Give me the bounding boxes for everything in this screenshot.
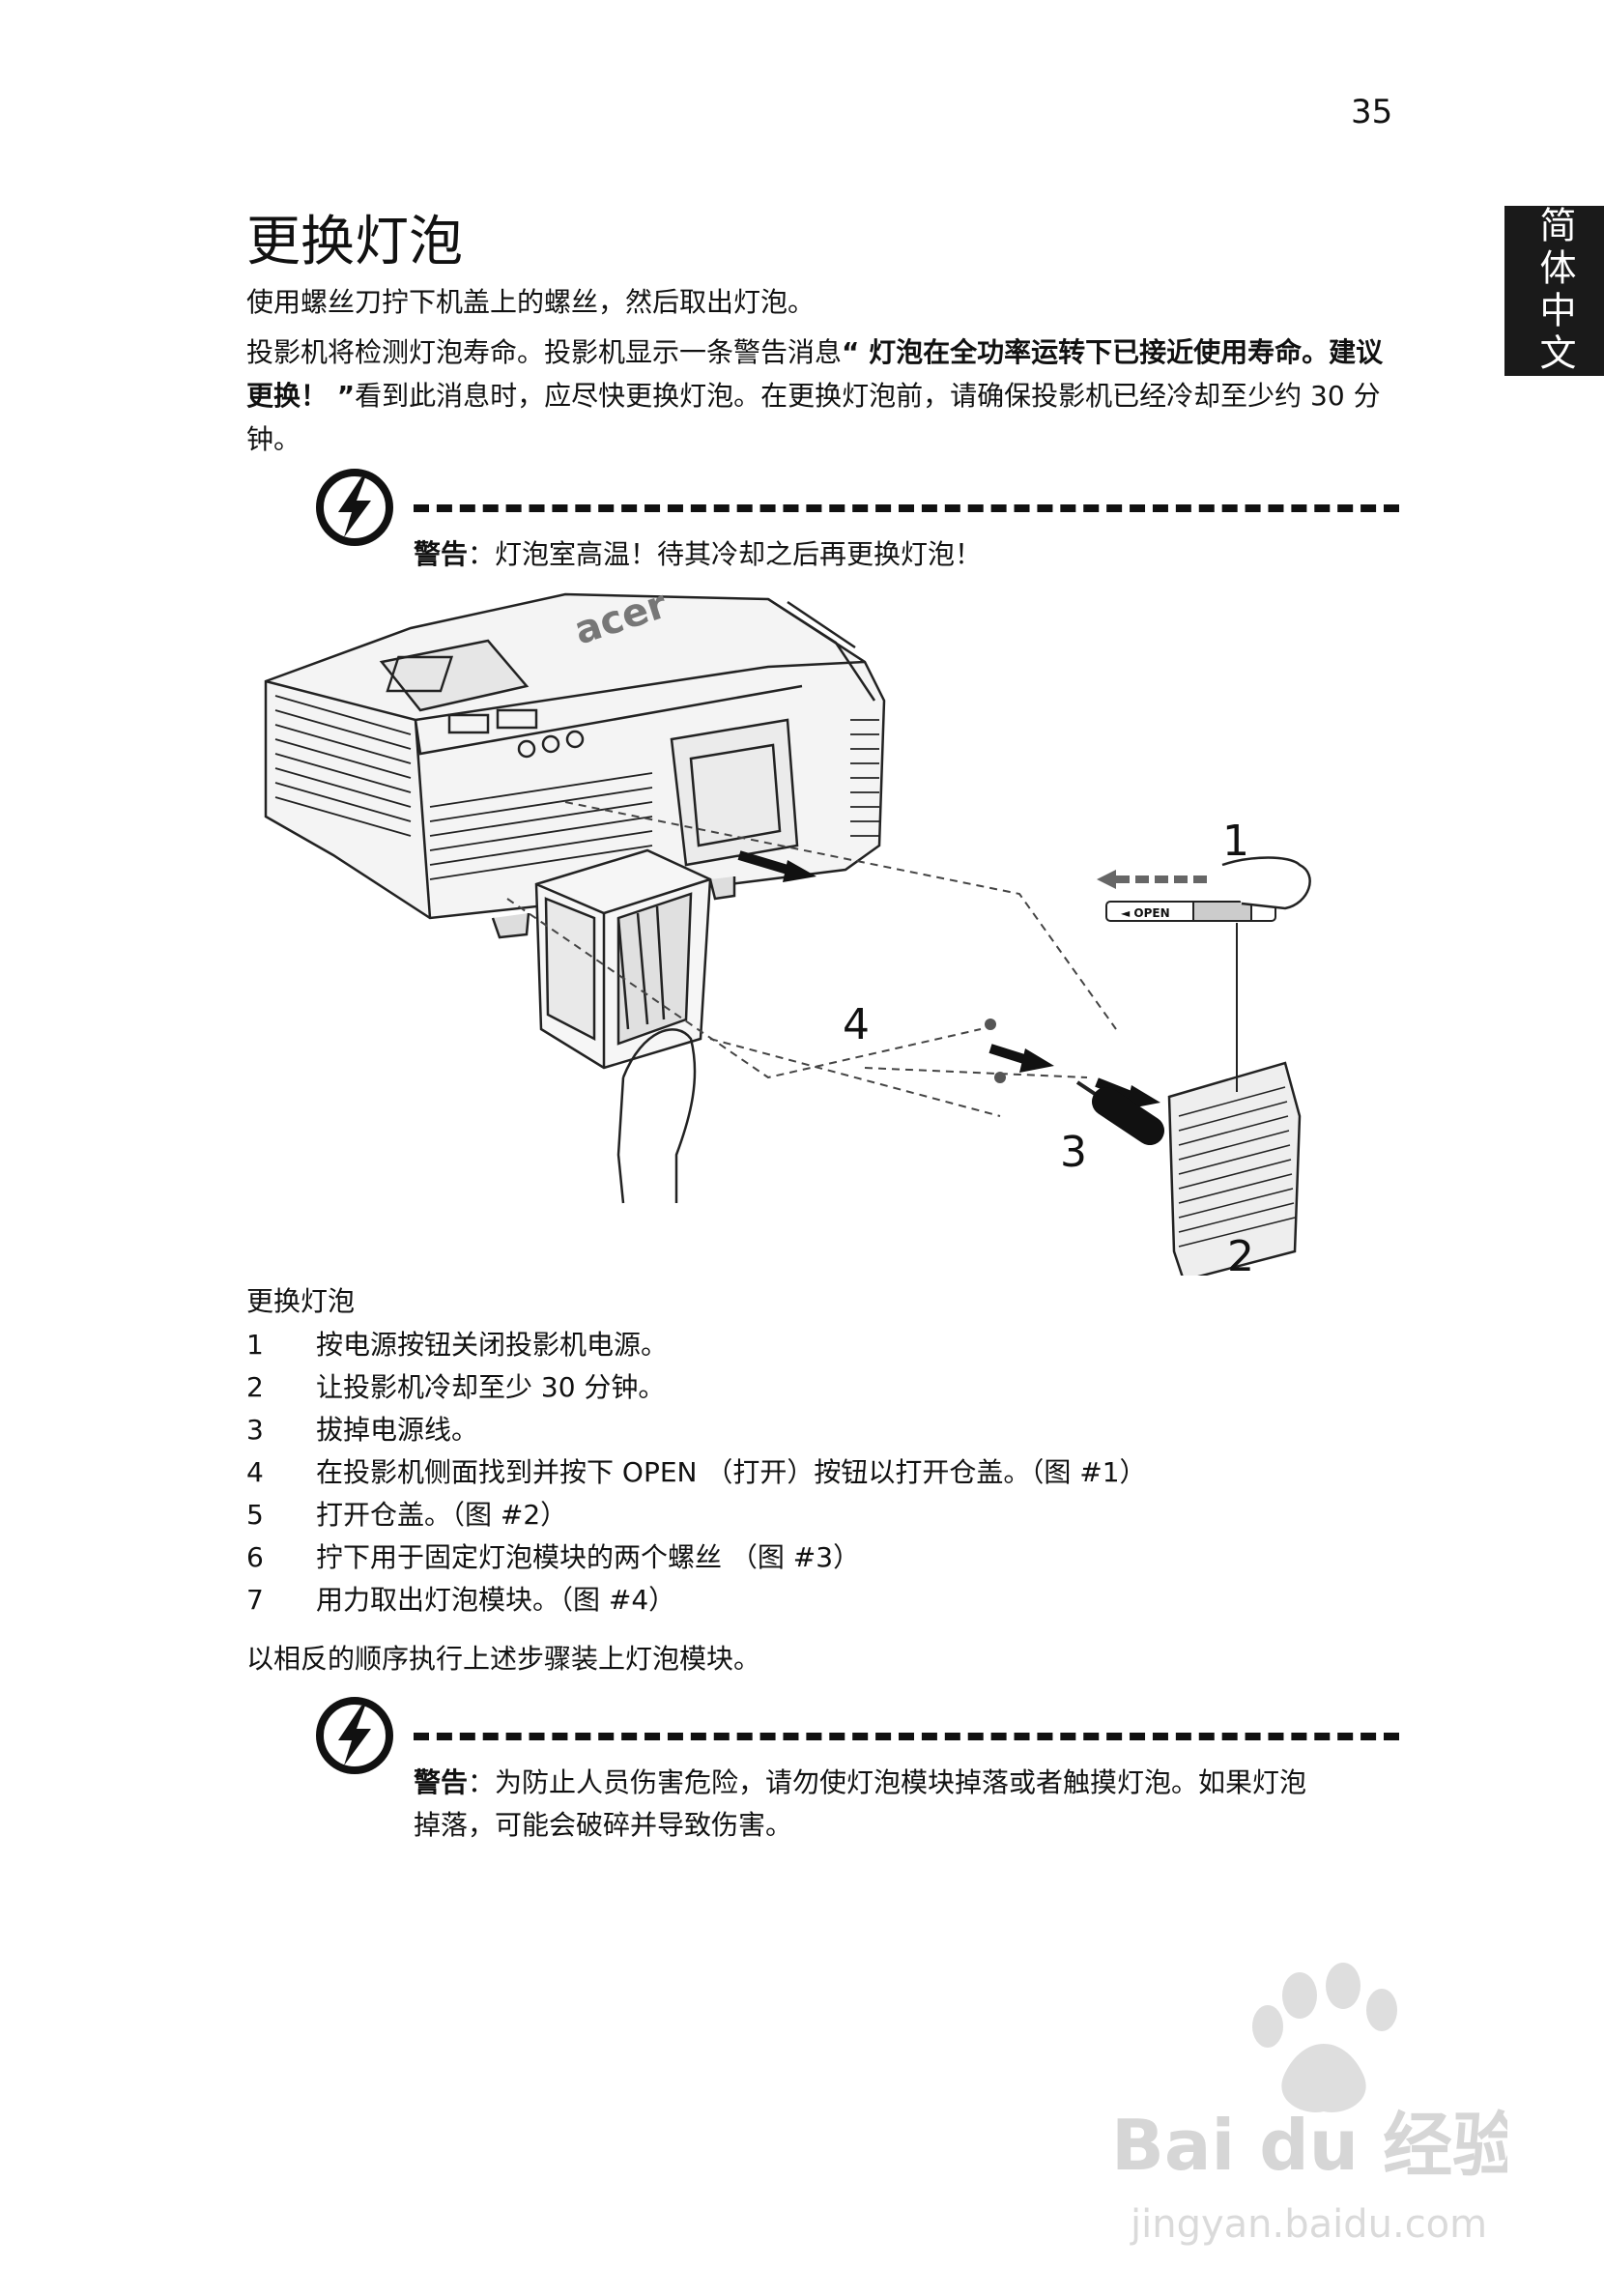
- warning-box-2: 警告：为防止人员伤害危险，请勿使灯泡模块掉落或者触摸灯泡。如果灯泡掉落，可能会破…: [315, 1696, 1402, 1860]
- warning-divider: [414, 504, 1399, 512]
- lamp-replacement-figure: acer ◄ OPEN: [264, 583, 1311, 1276]
- open-button-detail: ◄ OPEN: [1097, 856, 1311, 1092]
- intro-paragraph-2: 投影机将检测灯泡寿命。投影机显示一条警告消息“ 灯泡在全功率运转下已接近使用寿命…: [246, 330, 1396, 461]
- page-number: 35: [1351, 93, 1393, 131]
- warning-label: 警告: [414, 538, 469, 570]
- screwdriver: [1075, 1080, 1164, 1145]
- callout-1: 1: [1222, 817, 1249, 866]
- intro-warning-message: “ 灯泡在全功率运转下已接近使用寿命。建议更换！ ”: [246, 336, 1384, 412]
- screw-1: [985, 1019, 996, 1030]
- screw-2: [994, 1072, 1006, 1083]
- warning-lightning-icon: [316, 1697, 393, 1774]
- warning-box-1: 警告：灯泡室高温！待其冷却之后再更换灯泡！: [315, 468, 1402, 584]
- finger: [1221, 856, 1311, 910]
- lamp-cover: [1167, 1061, 1302, 1276]
- svg-text:Bai du 经验: Bai du 经验: [1111, 2105, 1507, 2186]
- language-tab: 简体中文: [1504, 206, 1604, 376]
- open-label: ◄ OPEN: [1121, 906, 1170, 920]
- steps-title: 更换灯泡: [246, 1285, 356, 1317]
- callout-3: 3: [1060, 1128, 1087, 1177]
- closing-sentence: 以相反的顺序执行上述步骤装上灯泡模块。: [246, 1643, 761, 1675]
- warning-label: 警告: [414, 1766, 469, 1798]
- intro-text-a: 投影机将检测灯泡寿命。投影机显示一条警告消息: [246, 336, 843, 368]
- svg-text:jingyan.baidu.com: jingyan.baidu.com: [1130, 2202, 1487, 2247]
- warning-text-1: 警告：灯泡室高温！待其冷却之后再更换灯泡！: [414, 538, 983, 570]
- warning-text-2: 警告：为防止人员伤害危险，请勿使灯泡模块掉落或者触摸灯泡。如果灯泡掉落，可能会破…: [414, 1766, 1307, 1841]
- callout-4: 4: [843, 1000, 870, 1049]
- intro-paragraph-1: 使用螺丝刀拧下机盖上的螺丝，然后取出灯泡。: [246, 286, 816, 318]
- warning-divider: [414, 1733, 1399, 1740]
- intro-text-c: 看到此消息时，应尽快更换灯泡。在更换灯泡前，请确保投影机已经冷却至少约 30 分…: [246, 380, 1381, 455]
- hand: [616, 1028, 697, 1204]
- callout-2: 2: [1227, 1232, 1254, 1276]
- baidu-watermark: Bai du 经验 jingyan.baidu.com: [1111, 1963, 1507, 2247]
- lamp-module: [534, 848, 712, 1070]
- removal-arrow-1: [737, 850, 789, 875]
- warning-lightning-icon: [316, 469, 393, 546]
- page-title: 更换灯泡: [246, 211, 463, 273]
